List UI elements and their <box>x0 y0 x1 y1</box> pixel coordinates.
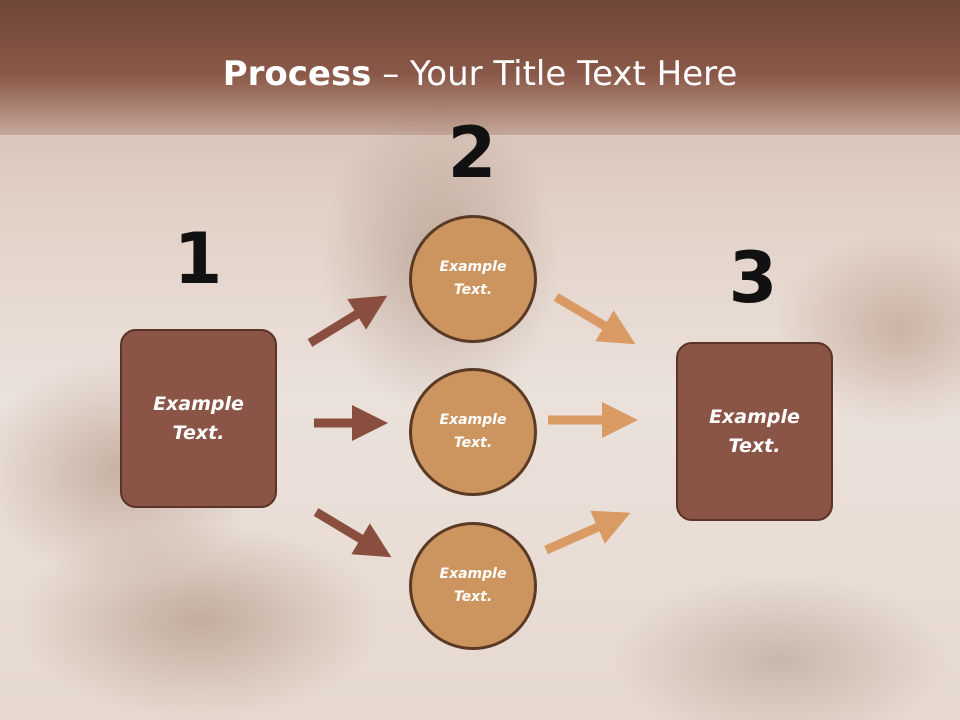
title-rest: – Your Title Text Here <box>371 54 738 94</box>
step-circle-middle-text: Example Text. <box>439 412 507 451</box>
step-circle-bottom-text: Example Text. <box>439 566 507 605</box>
step-box-1: Example Text. <box>120 329 277 508</box>
step-box-3-text: Example Text. <box>709 405 800 457</box>
arrow-1-to-2-bottom <box>313 508 392 558</box>
step-circle-top-text: Example Text. <box>439 259 507 298</box>
arrow-2-to-3-bottom <box>544 510 631 555</box>
step-number-1: 1 <box>173 218 223 300</box>
step-number-3: 3 <box>728 237 778 319</box>
title-bold: Process <box>222 54 372 94</box>
arrow-2-to-3-top <box>553 293 636 345</box>
step-box-1-text: Example Text. <box>153 392 244 444</box>
step-number-2: 2 <box>447 112 497 194</box>
arrow-1-to-2-top <box>307 295 388 347</box>
step-box-3: Example Text. <box>676 342 833 521</box>
slide-title: Process – Your Title Text Here <box>0 52 960 96</box>
title-band <box>0 0 960 135</box>
step-circle-bottom: Example Text. <box>409 522 537 650</box>
step-circle-top: Example Text. <box>409 215 537 343</box>
step-circle-middle: Example Text. <box>409 368 537 496</box>
